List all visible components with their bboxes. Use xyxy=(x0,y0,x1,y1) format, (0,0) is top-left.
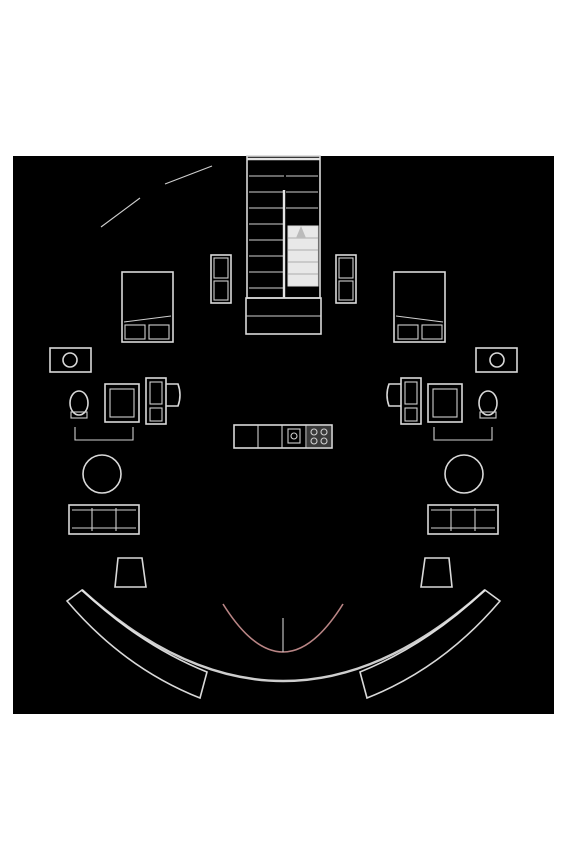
cabinet-icon xyxy=(210,254,232,304)
round-table-icon xyxy=(444,454,484,494)
curved-window-icon xyxy=(65,588,502,700)
bath-partition xyxy=(433,427,493,441)
stair-core xyxy=(245,155,322,335)
toilet-icon xyxy=(69,390,89,419)
bed-icon xyxy=(121,271,174,343)
shower-icon xyxy=(427,383,463,423)
shower-icon xyxy=(104,383,140,423)
bath-partition xyxy=(74,427,134,441)
sofa-icon xyxy=(427,504,499,535)
sink-icon xyxy=(49,347,92,373)
chair-icon xyxy=(114,557,147,588)
left-suite xyxy=(49,254,232,588)
right-suite xyxy=(335,254,518,588)
vanity-icon xyxy=(145,377,181,425)
chair-icon xyxy=(420,557,453,588)
exterior-wall-segments xyxy=(100,165,213,228)
vanity-icon xyxy=(386,377,422,425)
entry-door-icon xyxy=(222,603,344,653)
kitchen-counter-icon xyxy=(233,424,333,449)
toilet-icon xyxy=(478,390,498,419)
stairs-icon xyxy=(249,175,319,298)
cabinet-icon xyxy=(335,254,357,304)
bed-icon xyxy=(393,271,446,343)
sofa-icon xyxy=(68,504,140,535)
sink-icon xyxy=(475,347,518,373)
round-table-icon xyxy=(82,454,122,494)
